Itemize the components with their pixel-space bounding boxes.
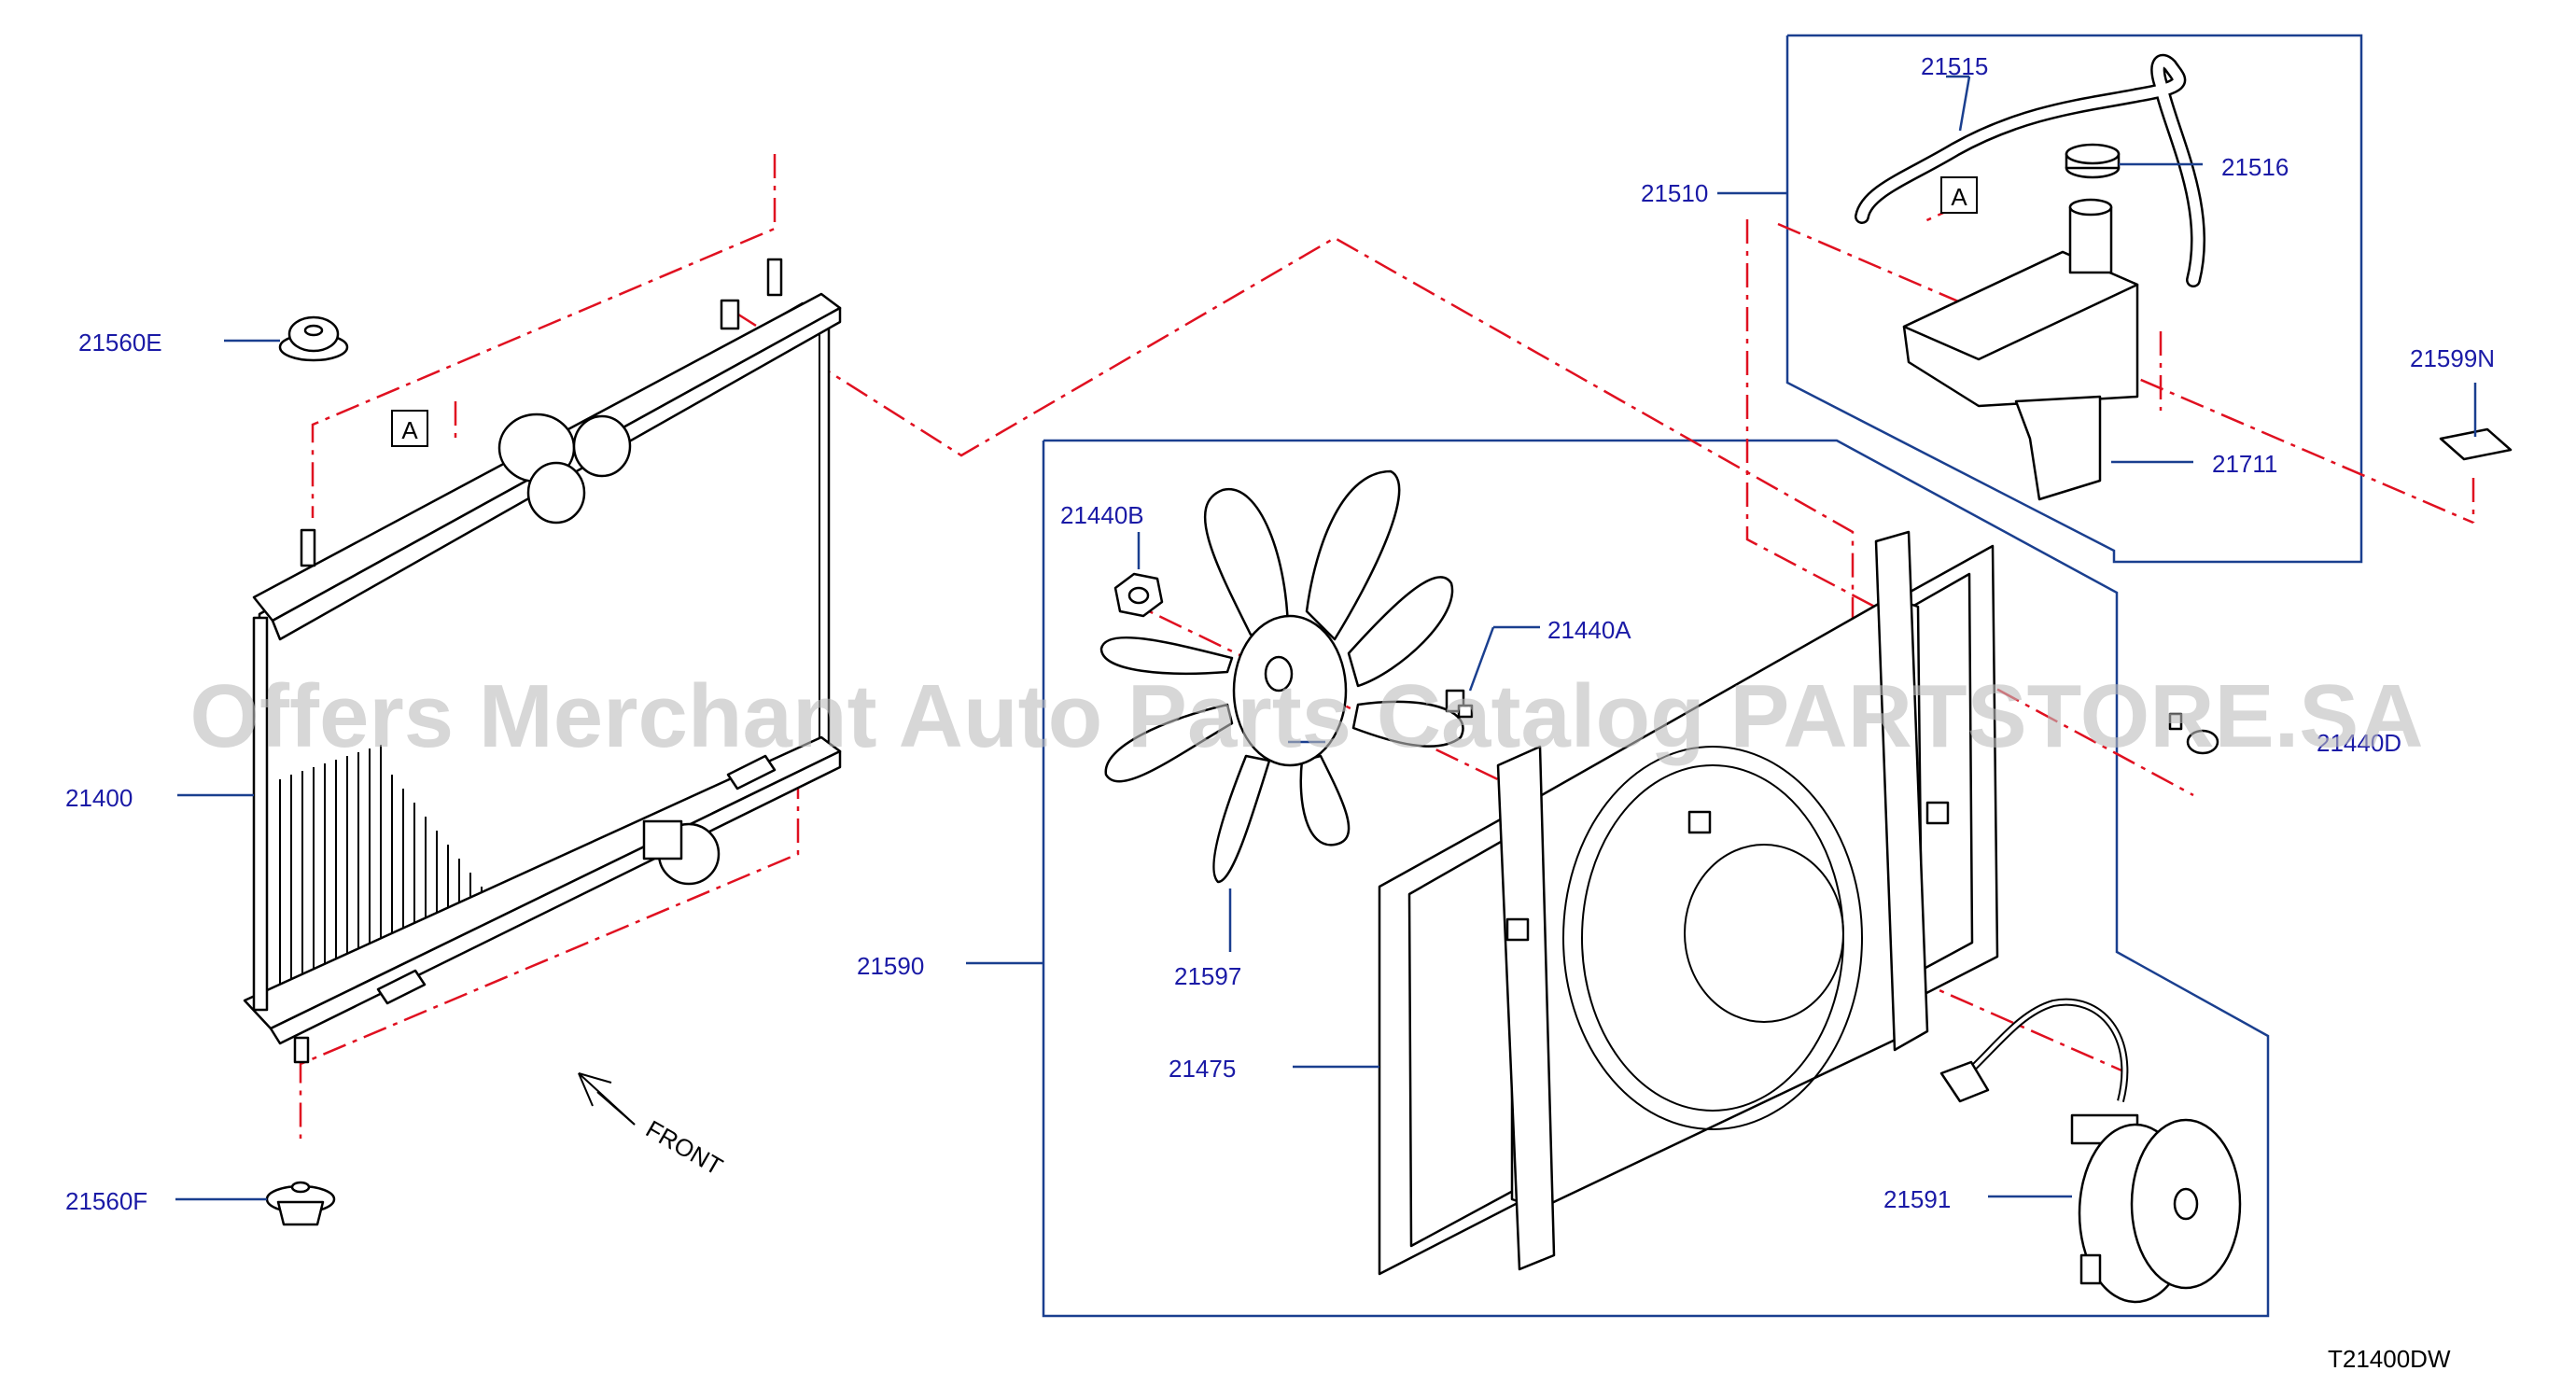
radiator-21400 — [243, 258, 842, 1064]
ref-marker-a-reservoir-text: A — [1951, 183, 1967, 211]
fan-assembly-group-box — [1042, 439, 2270, 1318]
ref-marker-a-radiator: A — [391, 410, 428, 447]
label-21515: 21515 — [1921, 52, 1988, 80]
leader-lines — [175, 75, 2477, 1201]
nut-21440b — [1113, 572, 1164, 618]
reservoir-tank-21711 — [1902, 143, 2139, 501]
label-21475: 21475 — [1169, 1055, 1236, 1083]
label-21560e: 21560E — [78, 329, 162, 357]
fan-shroud-21475 — [1378, 530, 1999, 1276]
ref-marker-a-radiator-text: A — [401, 416, 418, 444]
fan-motor-21591 — [1939, 998, 2242, 1304]
grommet-21560f — [265, 1181, 336, 1226]
label-21591: 21591 — [1883, 1185, 1951, 1213]
ref-marker-a-reservoir: A — [1940, 176, 1978, 214]
front-label: FRONT — [641, 1114, 728, 1181]
reservoir-group-box — [1785, 34, 2363, 564]
label-21516: 21516 — [2221, 153, 2289, 181]
label-21400: 21400 — [65, 784, 133, 812]
label-21440b: 21440B — [1060, 501, 1144, 529]
fan-blade-21597 — [1099, 469, 1464, 884]
label-21590: 21590 — [857, 952, 924, 980]
clip-21440a — [1445, 689, 1474, 719]
clip-21440d — [2168, 712, 2219, 755]
label-21440d: 21440D — [2317, 729, 2401, 757]
label-21510: 21510 — [1641, 179, 1708, 207]
grommet-21560e — [278, 315, 349, 362]
label-21599n: 21599N — [2410, 344, 2495, 372]
label-plate-21599n — [2439, 427, 2513, 461]
diagram-code: T21400DW — [2328, 1345, 2451, 1373]
label-21560f: 21560F — [65, 1187, 147, 1215]
part-labels: 21515 21516 21510 21599N 21711 21560E 21… — [65, 52, 2495, 1215]
label-21597: 21597 — [1174, 962, 1241, 990]
watermark: Offers Merchant Auto Parts Catalog PARTS… — [189, 666, 2423, 766]
front-arrow: FRONT — [578, 1072, 728, 1181]
label-21711: 21711 — [2212, 450, 2277, 478]
label-21440a: 21440A — [1547, 616, 1631, 644]
